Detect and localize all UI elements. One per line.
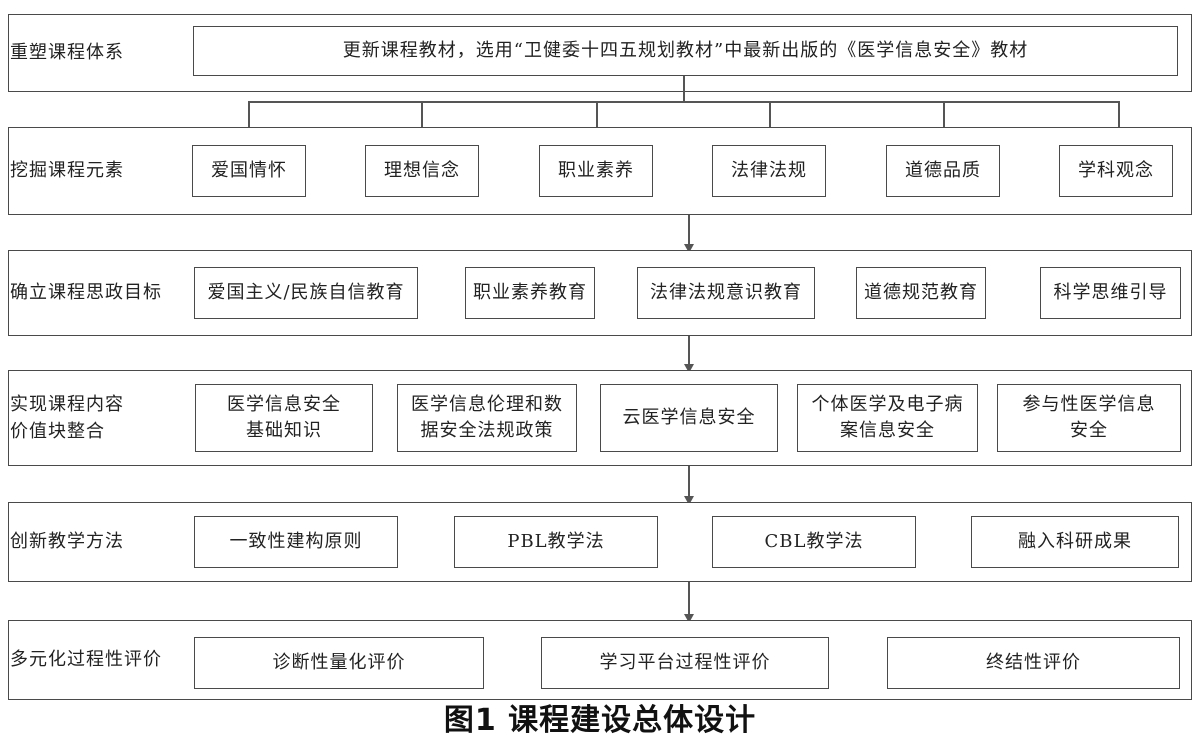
- connector-2-3: [688, 215, 690, 247]
- connector-trunk: [683, 76, 685, 102]
- row-label-course-elements: 挖掘课程元素: [10, 160, 124, 181]
- textbook-update-box: 更新课程教材，选用“卫健委十四五规划教材”中最新出版的《医学信息安全》教材: [193, 26, 1178, 76]
- evaluation-box-diagnostic: 诊断性量化评价: [194, 637, 484, 689]
- connector-branch-1: [248, 101, 250, 133]
- row-label-process-evaluation: 多元化过程性评价: [10, 649, 162, 670]
- connector-branch-4: [769, 101, 771, 133]
- method-box-cbl: CBL教学法: [712, 516, 916, 568]
- connector-branch-2: [421, 101, 423, 133]
- figure-caption: 图1 课程建设总体设计: [443, 703, 757, 738]
- connector-branch-5: [943, 101, 945, 133]
- row-label-ideological-goals: 确立课程思政目标: [10, 282, 162, 303]
- arrow-2-3: [684, 244, 694, 253]
- connector-3-4: [688, 336, 690, 368]
- content-box-cloud-security: 云医学信息安全: [600, 384, 778, 452]
- goal-box-professional-education: 职业素养教育: [465, 267, 595, 319]
- arrow-4-5: [684, 496, 694, 505]
- element-box-discipline-concept: 学科观念: [1059, 145, 1173, 197]
- method-box-constructive-alignment: 一致性建构原则: [194, 516, 398, 568]
- evaluation-box-platform-process: 学习平台过程性评价: [541, 637, 829, 689]
- element-box-morality: 道德品质: [886, 145, 1000, 197]
- connector-4-5: [688, 466, 690, 500]
- element-box-patriotism: 爱国情怀: [192, 145, 306, 197]
- content-box-participatory-security: 参与性医学信息 安全: [997, 384, 1181, 452]
- row-ideological-goals: [8, 250, 1192, 336]
- goal-box-moral-education: 道德规范教育: [856, 267, 986, 319]
- evaluation-box-summative: 终结性评价: [887, 637, 1180, 689]
- element-box-law: 法律法规: [712, 145, 826, 197]
- arrow-3-4: [684, 364, 694, 373]
- connector-horizontal-branch: [248, 101, 1120, 103]
- method-box-research-integration: 融入科研成果: [971, 516, 1179, 568]
- connector-branch-3: [596, 101, 598, 133]
- method-box-pbl: PBL教学法: [454, 516, 658, 568]
- connector-branch-6: [1118, 101, 1120, 133]
- row-label-restructure-system: 重塑课程体系: [10, 42, 124, 63]
- goal-box-patriotism-education: 爱国主义/民族自信教育: [194, 267, 418, 319]
- connector-5-6: [688, 582, 690, 618]
- row-label-content-integration: 实现课程内容 价值块整合: [10, 394, 124, 442]
- element-box-ideals: 理想信念: [365, 145, 479, 197]
- element-box-professionalism: 职业素养: [539, 145, 653, 197]
- goal-box-scientific-thinking: 科学思维引导: [1040, 267, 1181, 319]
- content-box-security-basics: 医学信息安全 基础知识: [195, 384, 373, 452]
- row-label-teaching-methods: 创新教学方法: [10, 531, 124, 552]
- content-box-ehr-security: 个体医学及电子病 案信息安全: [797, 384, 978, 452]
- goal-box-legal-awareness: 法律法规意识教育: [637, 267, 815, 319]
- content-box-ethics-policy: 医学信息伦理和数 据安全法规政策: [397, 384, 577, 452]
- arrow-5-6: [684, 614, 694, 623]
